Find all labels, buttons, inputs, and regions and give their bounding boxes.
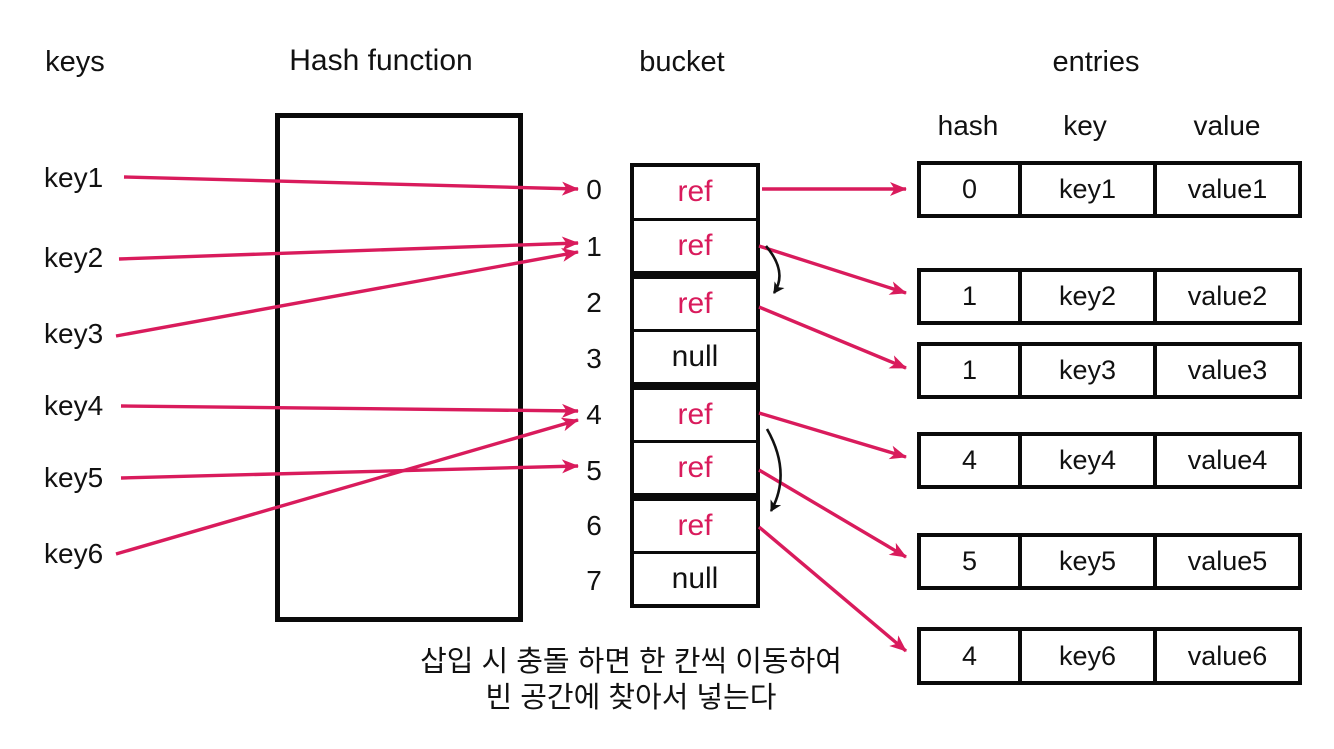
- keys-title: keys: [45, 46, 105, 78]
- entry-row-6: 4 key6 value6: [917, 627, 1302, 685]
- probe-curve-bucket-1-to-2: [765, 245, 785, 294]
- entries-header-value: value: [1193, 110, 1261, 141]
- hash-function-box: [275, 113, 523, 622]
- arrow-bucket-5-to-entry-5: [758, 468, 907, 559]
- entry-2-hash: 1: [961, 281, 978, 311]
- entry-4-key: key4: [1018, 436, 1153, 485]
- entries-title: entries: [1052, 46, 1140, 78]
- entry-2-key: key2: [1018, 272, 1153, 321]
- caption: 삽입 시 충돌 하면 한 칸씩 이동하여 빈 공간에 찾아서 넣는다: [380, 644, 882, 716]
- entry-1-value: value1: [1153, 165, 1298, 214]
- entry-1-key: key1: [1018, 165, 1153, 214]
- entry-3-value: value3: [1153, 346, 1298, 395]
- bucket-cell-0: ref: [634, 167, 756, 221]
- entries-header-key: key: [1063, 110, 1107, 141]
- bucket-index-6: 6: [586, 510, 602, 541]
- entry-4-value: value4: [1153, 436, 1298, 485]
- entry-6-value: value6: [1153, 631, 1298, 681]
- entries-header-hash: hash: [937, 110, 999, 141]
- key-label-1: key1: [44, 162, 104, 193]
- arrow-bucket-4-to-entry-4: [758, 411, 907, 460]
- key-label-6: key6: [44, 538, 104, 569]
- arrow-bucket-2-to-entry-3: [758, 305, 907, 370]
- entry-1-hash: 0: [961, 174, 978, 204]
- caption-line-1: 삽입 시 충돌 하면 한 칸씩 이동하여: [420, 646, 842, 678]
- bucket-index-0: 0: [586, 174, 602, 205]
- entry-2-value: value2: [1153, 272, 1298, 321]
- bucket-cell-6: ref: [634, 501, 756, 554]
- bucket-cell-3: null: [671, 340, 719, 373]
- bucket-index-2: 2: [586, 287, 602, 318]
- bucket-pair-4-5: ref ref: [630, 386, 760, 497]
- bucket-index-3: 3: [586, 343, 602, 374]
- key-label-4: key4: [44, 390, 104, 421]
- entry-row-3: 1 key3 value3: [917, 342, 1302, 399]
- arrow-bucket-6-to-entry-6: [757, 525, 908, 653]
- entry-4-hash: 4: [961, 445, 978, 475]
- key-label-3: key3: [44, 318, 104, 349]
- bucket-cell-5: ref: [677, 451, 713, 484]
- entry-5-value: value5: [1153, 537, 1298, 586]
- bucket-cell-2: ref: [634, 279, 756, 332]
- bucket-cell-1: ref: [677, 228, 713, 262]
- arrow-bucket-1-to-entry-2: [758, 244, 907, 295]
- entry-row-4: 4 key4 value4: [917, 432, 1302, 489]
- entry-row-1: 0 key1 value1: [917, 161, 1302, 218]
- entry-5-hash: 5: [961, 546, 978, 576]
- bucket-pair-0-1: ref ref: [630, 163, 760, 275]
- bucket-pair-2-3: ref null: [630, 275, 760, 386]
- key-label-5: key5: [44, 462, 104, 493]
- entry-3-hash: 1: [961, 355, 978, 385]
- key-label-2: key2: [44, 242, 104, 273]
- bucket-cell-7: null: [671, 562, 719, 595]
- bucket-cell-4: ref: [634, 390, 756, 443]
- entry-3-key: key3: [1018, 346, 1153, 395]
- entry-5-key: key5: [1018, 537, 1153, 586]
- entry-row-5: 5 key5 value5: [917, 533, 1302, 590]
- bucket-index-7: 7: [586, 565, 602, 596]
- entry-row-2: 1 key2 value2: [917, 268, 1302, 325]
- probe-curve-bucket-4-to-6: [765, 428, 782, 512]
- entry-6-key: key6: [1018, 631, 1153, 681]
- bucket-index-1: 1: [586, 231, 602, 262]
- bucket-pair-6-7: ref null: [630, 497, 760, 608]
- hash-function-title: Hash function: [289, 44, 473, 77]
- bucket-index-4: 4: [586, 399, 602, 430]
- bucket-title: bucket: [639, 46, 725, 78]
- entry-6-hash: 4: [961, 640, 978, 671]
- bucket-index-5: 5: [586, 455, 602, 486]
- caption-line-2: 빈 공간에 찾아서 넣는다: [485, 682, 777, 714]
